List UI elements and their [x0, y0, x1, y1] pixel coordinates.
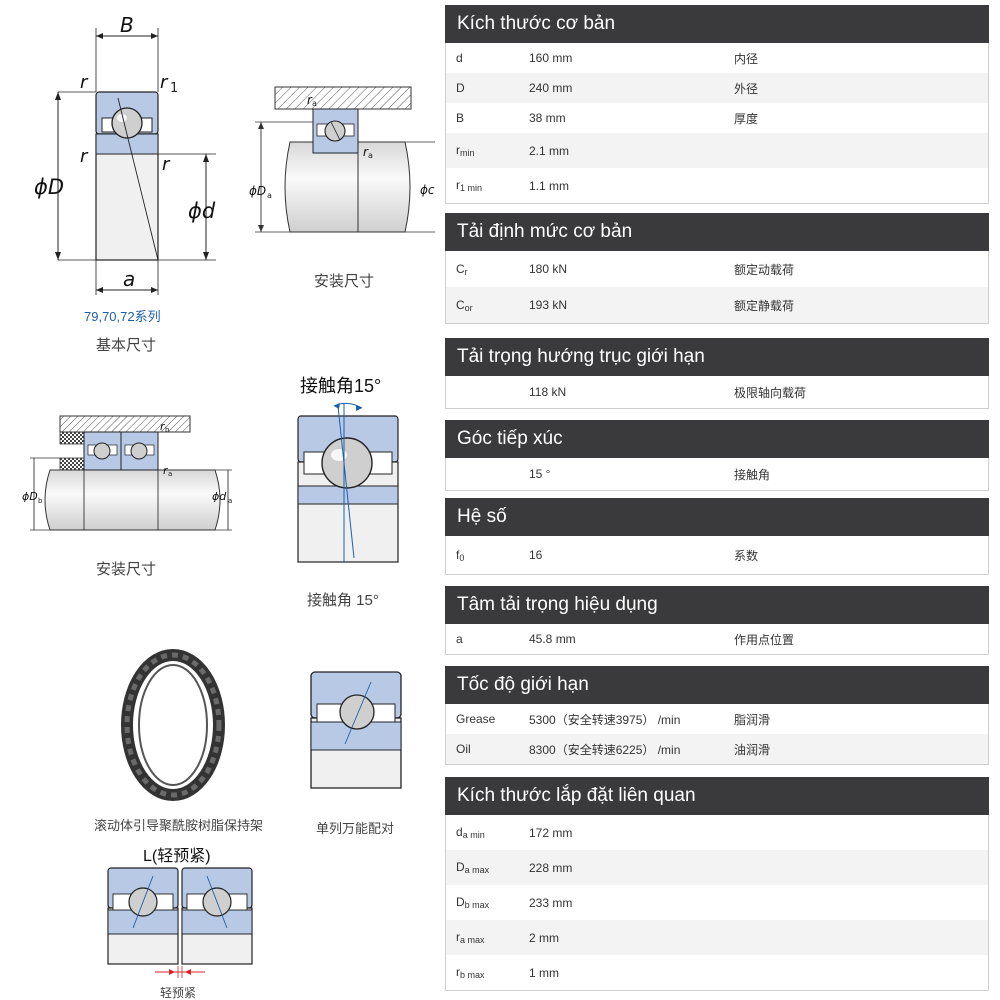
table-row: B 38 mm 厚度 — [456, 111, 759, 126]
table-row: r1 min 1.1 mm — [456, 178, 570, 193]
table-row: ra max 2 mm — [446, 920, 988, 955]
section-load-rating: Tải định mức cơ bản Cr 180 kN 额定动载荷 Cor … — [445, 213, 989, 324]
table-row: a 45.8 mm 作用点位置 — [456, 632, 795, 647]
section-factor: Hệ số f0 16 系数 — [445, 498, 989, 575]
table-row: rb max 1 mm — [456, 965, 559, 980]
label-ra-mid: r — [363, 145, 369, 159]
section-title: Kích thước lắp đặt liên quan — [445, 777, 989, 815]
table-row: d 160 mm 内径 — [456, 51, 759, 66]
mounting-caption-bottom: 安装尺寸 — [96, 561, 157, 578]
table-row: Cor 193 kN 额定静载荷 — [446, 287, 988, 323]
label-r1: r — [160, 72, 169, 93]
svg-text:b: b — [38, 497, 43, 505]
section-title: Góc tiếp xúc — [445, 420, 989, 458]
label-B: B — [120, 13, 134, 37]
svg-text:a: a — [228, 497, 232, 505]
preload-caption: 轻预紧 — [160, 986, 197, 1000]
table-row: rmin 2.1 mm — [446, 133, 988, 168]
universal-pair-drawing — [305, 668, 405, 793]
section-load-center: Tâm tải trọng hiệu dụng a 45.8 mm 作用点位置 — [445, 586, 989, 655]
contact-angle-title: 接触角15° — [300, 376, 382, 396]
label-phiD: ϕD — [34, 175, 64, 199]
table-row: Grease 5300（安全转速3975） /min 脂润滑 — [456, 712, 771, 727]
label-phiDb: ϕD — [22, 490, 38, 503]
svg-text:a: a — [312, 99, 317, 108]
table-row: Da max 228 mm — [446, 850, 988, 885]
table-row: f0 16 系数 — [456, 547, 759, 563]
svg-text:a: a — [267, 191, 272, 200]
label-r1-sub: 1 — [170, 81, 178, 96]
table-row: D 240 mm 外径 — [446, 73, 988, 103]
cage-caption: 滚动体引导聚酰胺树脂保持架 — [94, 818, 264, 833]
svg-text:a: a — [368, 151, 373, 160]
table-row: 118 kN 极限轴向载荷 — [529, 385, 807, 400]
mounting-drawing-bottom: r b r a ϕD b ϕd a — [20, 410, 240, 540]
preload-title: L(轻预紧) — [143, 848, 211, 865]
section-title: Kích thước cơ bản — [445, 5, 989, 43]
section-title: Hệ số — [445, 498, 989, 536]
section-axial-limit: Tải trọng hướng trục giới hạn 118 kN 极限轴… — [445, 338, 989, 409]
label-ra-top: r — [307, 93, 313, 107]
label-a: a — [123, 267, 135, 291]
mounting-caption-top: 安装尺寸 — [314, 273, 375, 290]
section-title: Tốc độ giới hạn — [445, 666, 989, 704]
label-phida: ϕd — [212, 490, 227, 503]
mounting-drawing-top: r a r a ϕD a ϕc — [245, 82, 445, 242]
section-title: Tải định mức cơ bản — [445, 213, 989, 251]
series-caption: 79,70,72系列 — [84, 309, 161, 324]
contact-angle-caption: 接触角 15° — [307, 592, 379, 609]
basic-dimensions-caption: 基本尺寸 — [96, 337, 157, 354]
label-phiDa: ϕD — [249, 184, 266, 198]
table-row: Db max 233 mm — [456, 895, 573, 910]
section-mounting-dimensions: Kích thước lắp đặt liên quan da min 172 … — [445, 777, 989, 991]
table-row: da min 172 mm — [456, 825, 573, 840]
label-phid: ϕd — [188, 199, 216, 223]
label-ra: r — [163, 464, 169, 477]
svg-text:a: a — [168, 470, 172, 478]
universal-pair-caption: 单列万能配对 — [316, 821, 395, 836]
table-row: 15 ° 接触角 — [529, 467, 771, 482]
contact-angle-drawing — [292, 398, 412, 568]
cage-image — [118, 649, 228, 801]
label-r-mid: r — [80, 146, 89, 167]
section-title: Tâm tải trọng hiệu dụng — [445, 586, 989, 624]
label-r-inner: r — [162, 154, 171, 175]
table-row: Cr 180 kN 额定动载荷 — [456, 261, 795, 277]
label-phid-cut: ϕc — [420, 183, 435, 197]
basic-dimensions-drawing: B r r 1 r r ϕD ϕd a — [30, 10, 230, 310]
section-contact-angle: Góc tiếp xúc 15 ° 接触角 — [445, 420, 989, 491]
table-row: Oil 8300（安全转速6225） /min 油润滑 — [446, 734, 988, 764]
section-speed-limit: Tốc độ giới hạn Grease 5300（安全转速3975） /m… — [445, 666, 989, 765]
section-basic-dimensions: Kích thước cơ bản d 160 mm 内径 D 240 mm 外… — [445, 5, 989, 204]
preload-pair-drawing — [105, 866, 255, 988]
label-rb: r — [160, 420, 166, 433]
svg-text:b: b — [165, 426, 170, 434]
section-title: Tải trọng hướng trục giới hạn — [445, 338, 989, 376]
label-r-top: r — [80, 72, 89, 93]
